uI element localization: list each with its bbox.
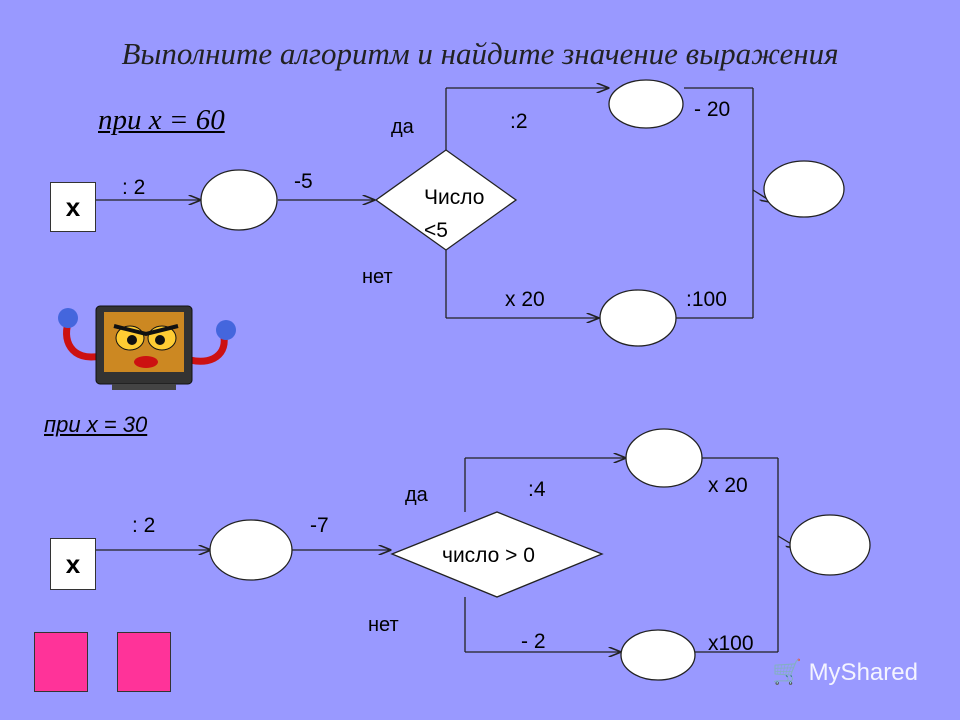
flow2-yes-after: х 20 [708,474,748,497]
nav-button-left[interactable] [34,632,88,692]
flow1-decision-line2: <5 [424,219,448,242]
watermark-text: MyShared [808,659,918,686]
flow1-decision [374,149,518,251]
flow2-no-after: х100 [708,632,754,655]
flow2-op-in: : 2 [132,514,156,537]
flow1-yes-after: - 20 [694,98,731,121]
flow2-no-label: нет [368,614,399,636]
flow1-no-after: :100 [686,288,727,311]
flow1-input-box: х [50,182,96,232]
computer-mascot-icon [58,305,236,390]
flow2-result-node [789,514,871,576]
flow2-decision-text: число > 0 [442,544,535,567]
flow2-no-node [620,629,696,681]
flow2-yes-label: да [405,484,428,506]
flow1-no-node [599,289,677,347]
flow1-no-op: х 20 [505,288,545,311]
flow2-op-after: -7 [310,514,329,537]
watermark: 🛒 MyShared [772,658,918,687]
flow2-node-1 [209,519,293,581]
cart-icon: 🛒 [772,659,802,686]
flow1-yes-label: да [391,116,414,138]
nav-button-right[interactable] [117,632,171,692]
flow1-yes-op: :2 [510,110,528,133]
condition-second: при х = 30 [44,412,148,437]
flow1-no-label: нет [362,266,393,288]
flow2-decision [390,511,604,598]
flow1-yes-node [608,79,684,129]
condition-first: при х = 60 [98,104,225,136]
flow1-result-node [763,160,845,218]
flow1-decision-line1: Число [424,186,485,209]
flow2-no-op: - 2 [521,630,546,653]
flow1-op-in: : 2 [122,176,146,199]
flow1-node-1 [200,169,278,231]
page-title: Выполните алгоритм и найдите значение вы… [121,36,839,71]
flow2-input-box: х [50,538,96,590]
flow1-op-after: -5 [294,170,313,193]
flow2-yes-node [625,428,703,488]
flow2-yes-op: :4 [528,478,546,501]
